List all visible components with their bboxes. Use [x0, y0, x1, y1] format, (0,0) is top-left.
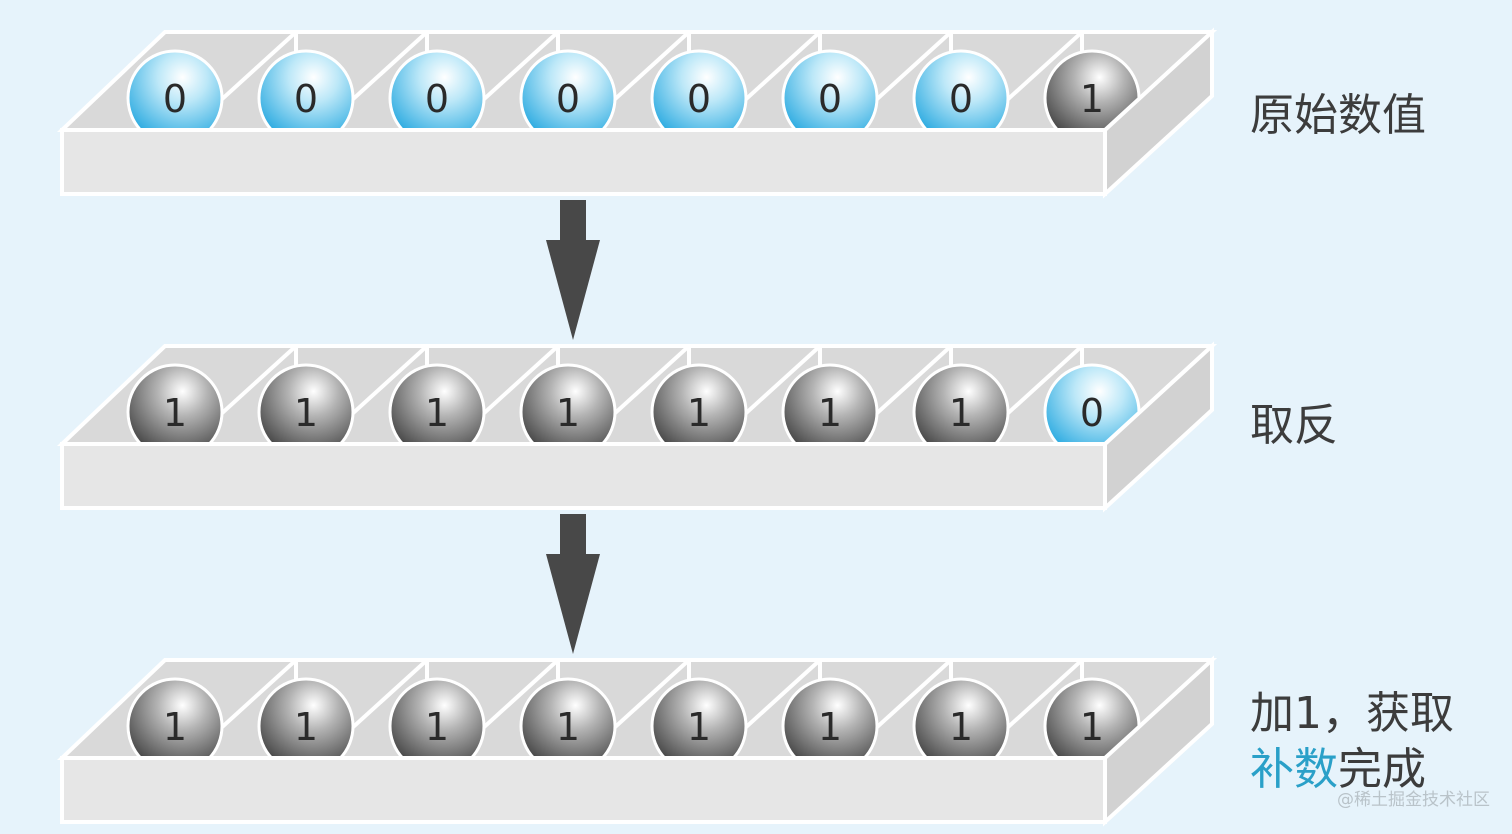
- tray-front-face: [60, 756, 1107, 824]
- ball-digit: 0: [163, 77, 187, 121]
- tray-row: 1 1 1 1 1 1 1 0: [56, 341, 1218, 513]
- tray-side-face: [1103, 27, 1214, 199]
- ball-digit: 1: [163, 705, 187, 749]
- arrow-shaft: [560, 514, 586, 554]
- tray-row: 1 1 1 1 1 1 1 1: [56, 655, 1218, 827]
- ball-digit: 1: [949, 391, 973, 435]
- ball-digit: 0: [556, 77, 580, 121]
- gray-ball-icon: 1: [650, 363, 748, 461]
- row-label-plus-one-line1: 加1，获取: [1250, 688, 1454, 739]
- ball-digit: 1: [425, 705, 449, 749]
- gray-ball-icon: 1: [519, 677, 617, 775]
- gray-ball-icon: 1: [388, 677, 486, 775]
- down-arrow-icon: [546, 200, 600, 340]
- ball-digit: 1: [556, 391, 580, 435]
- tray-front-face: [60, 442, 1107, 510]
- blue-ball-icon: 0: [519, 49, 617, 147]
- blue-ball-icon: 0: [257, 49, 355, 147]
- ball-digit: 1: [425, 391, 449, 435]
- ball-digit: 1: [1080, 77, 1104, 121]
- row-label-inverted: 取反: [1250, 400, 1338, 451]
- ball-digit: 0: [294, 77, 318, 121]
- ball-digit: 1: [949, 705, 973, 749]
- row-label-plus-one-rest: 完成: [1338, 744, 1426, 795]
- ball-digit: 1: [818, 705, 842, 749]
- ball-digit: 1: [294, 705, 318, 749]
- arrow-shaft: [560, 200, 586, 240]
- ball-digit: 1: [818, 391, 842, 435]
- gray-ball-icon: 1: [257, 677, 355, 775]
- ball-digit: 1: [687, 391, 711, 435]
- highlight-complement: 补数: [1250, 744, 1338, 795]
- ball-digit: 0: [1080, 391, 1104, 435]
- ball-digit: 0: [687, 77, 711, 121]
- ball-digit: 0: [818, 77, 842, 121]
- arrow-head: [546, 240, 600, 340]
- row-label-plus-one-line2: 补数完成: [1250, 742, 1454, 798]
- ball-digit: 1: [294, 391, 318, 435]
- arrow-head: [546, 554, 600, 654]
- blue-ball-icon: 0: [388, 49, 486, 147]
- ball-digit: 1: [163, 391, 187, 435]
- tray-side-face: [1103, 655, 1214, 827]
- tray-side-face: [1103, 341, 1214, 513]
- tray-front-face: [60, 128, 1107, 196]
- row-label-original: 原始数值: [1250, 90, 1426, 141]
- blue-ball-icon: 0: [650, 49, 748, 147]
- watermark: @稀土掘金技术社区: [1337, 790, 1490, 810]
- ball-digit: 1: [1080, 705, 1104, 749]
- ball-digit: 0: [949, 77, 973, 121]
- ball-digit: 1: [687, 705, 711, 749]
- row-label-plus-one: 加1，获取 补数完成: [1250, 686, 1454, 798]
- gray-ball-icon: 1: [388, 363, 486, 461]
- gray-ball-icon: 1: [257, 363, 355, 461]
- ball-digit: 1: [556, 705, 580, 749]
- down-arrow-icon: [546, 514, 600, 654]
- gray-ball-icon: 1: [781, 363, 879, 461]
- ball-digit: 0: [425, 77, 449, 121]
- blue-ball-icon: 0: [126, 49, 224, 147]
- tray-row: 0 0 0 0 0 0 0 1: [56, 27, 1218, 199]
